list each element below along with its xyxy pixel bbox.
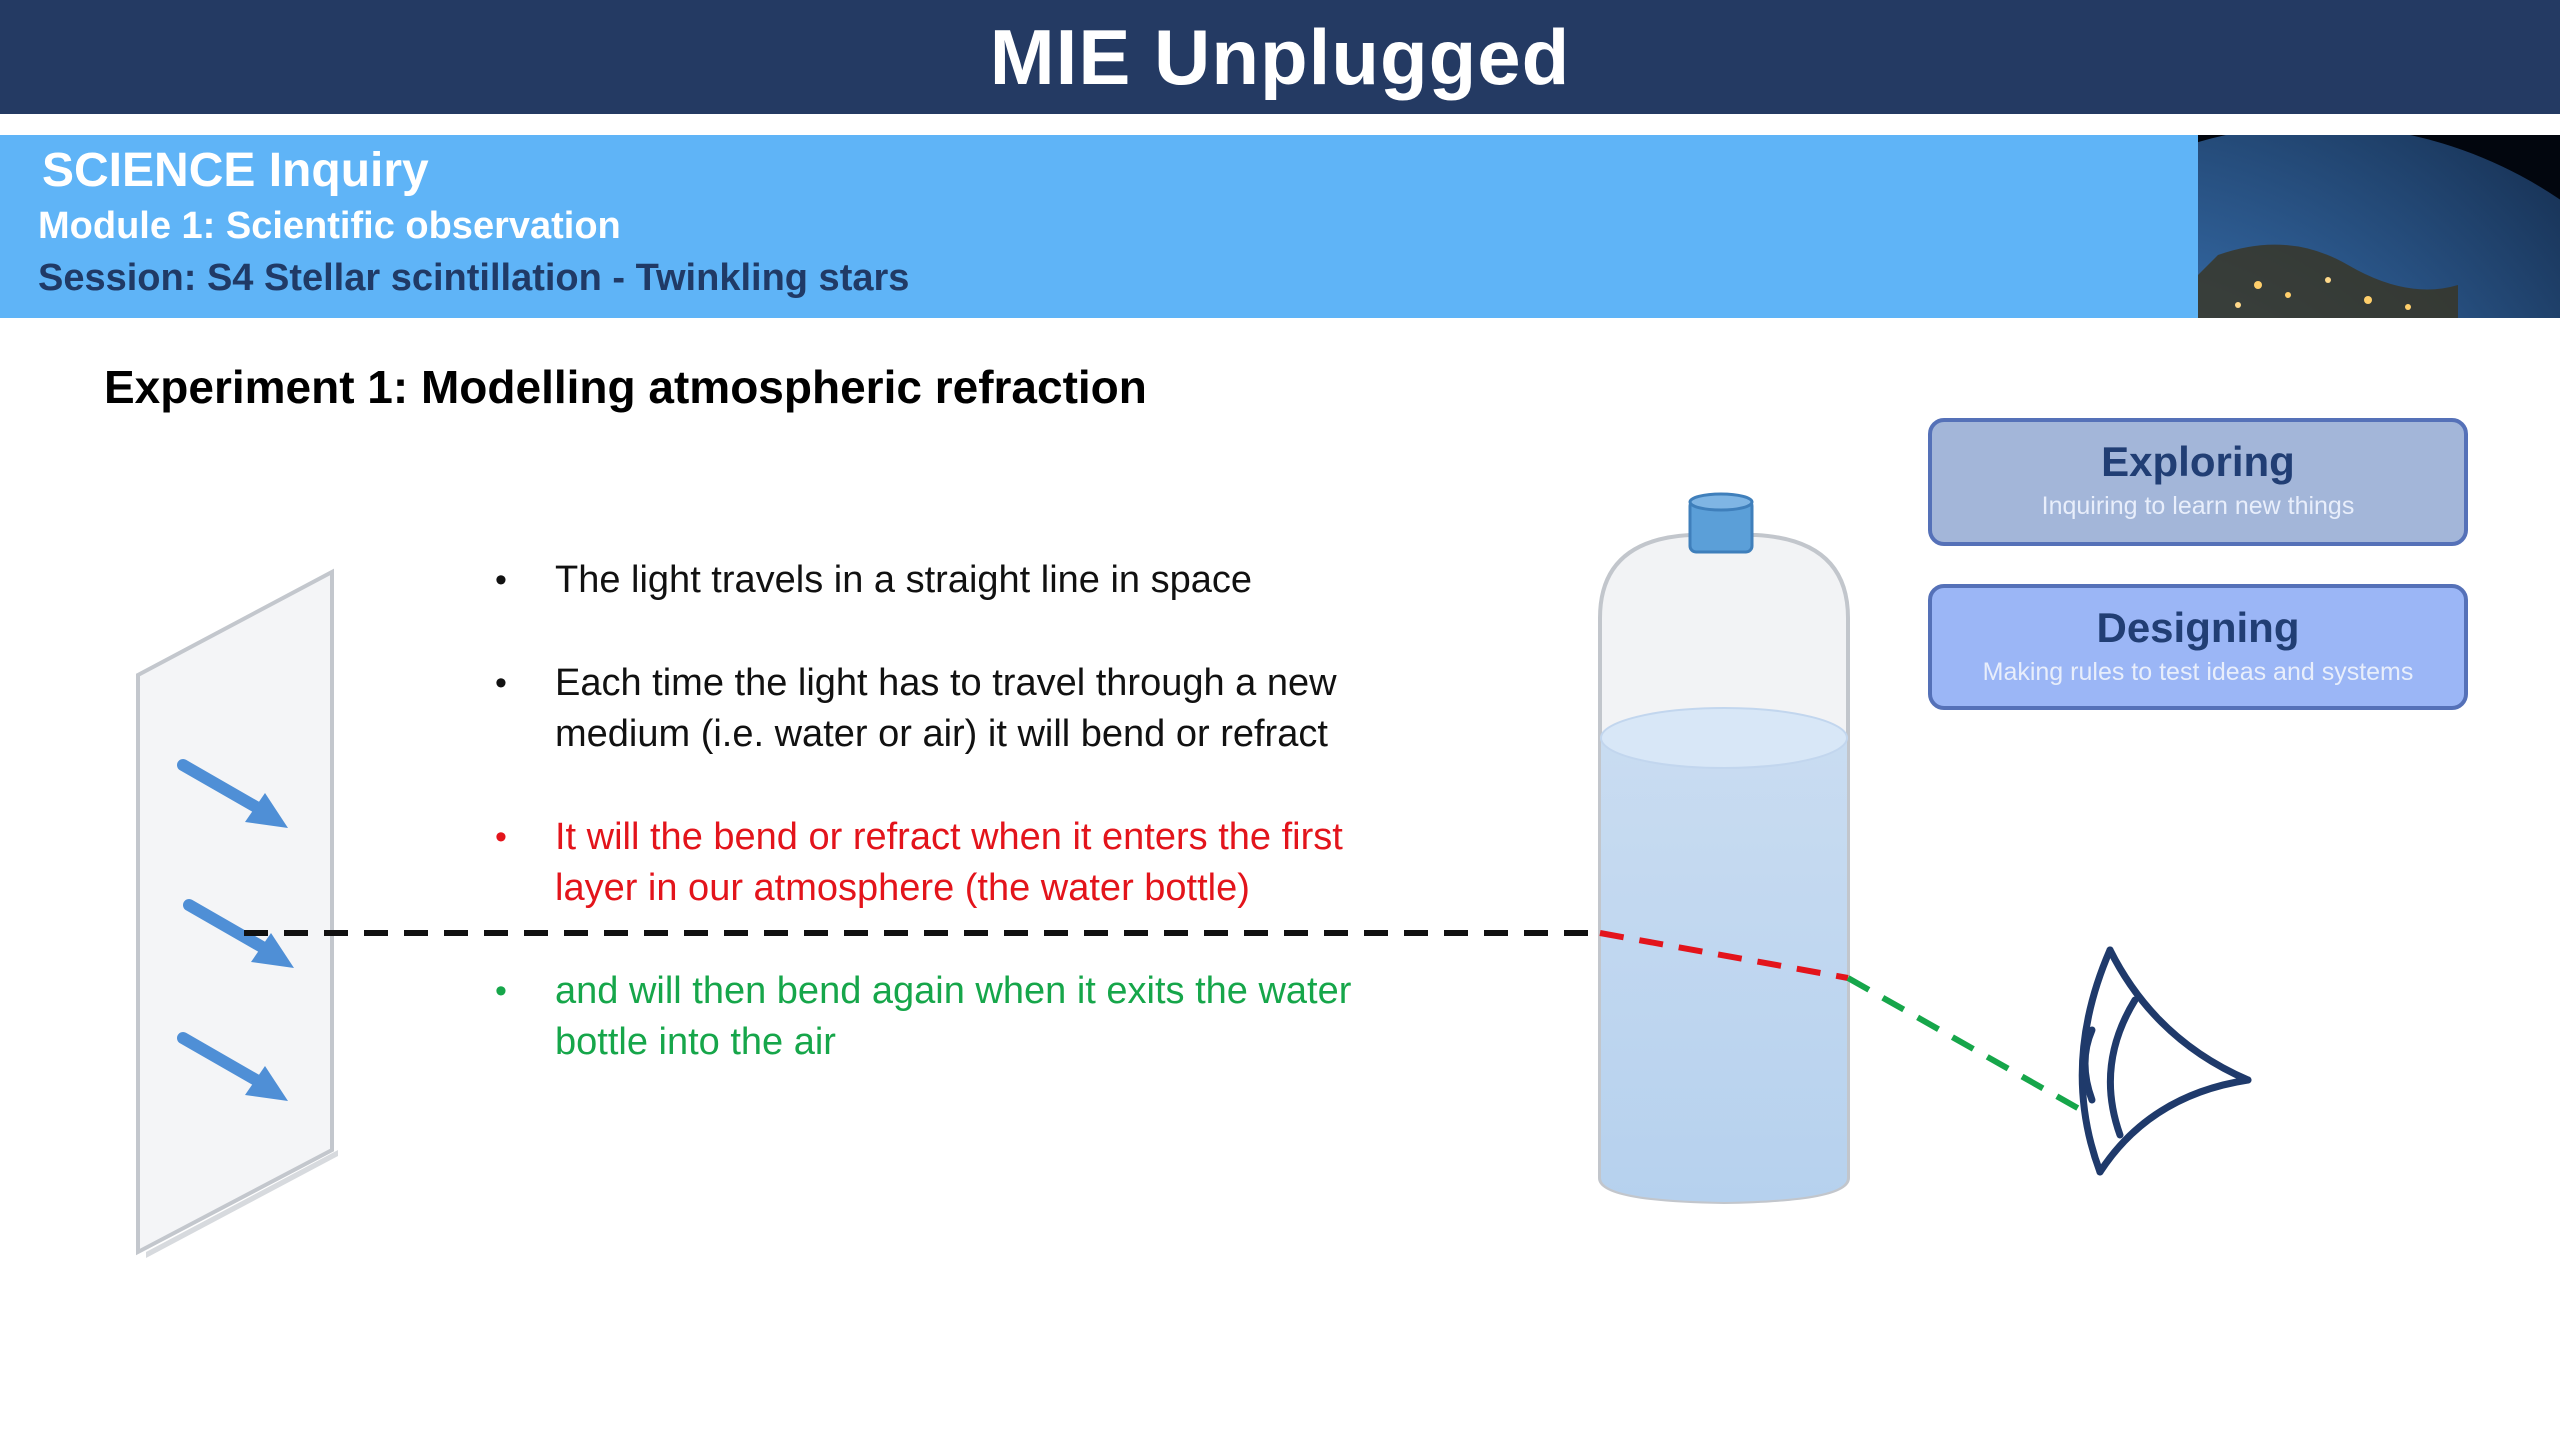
bullet-dot: • (495, 561, 507, 599)
bullet-item: • It will the bend or refract when it en… (490, 812, 1490, 914)
ray-in-water (1599, 930, 1849, 981)
module-label: Module 1: Scientific observation (38, 205, 621, 247)
bullet-text: and will then bend again when it exits t… (555, 970, 1352, 1012)
bullet-text: bottle into the air (555, 1021, 836, 1063)
earth-image (2198, 135, 2560, 318)
skill-desc: Making rules to test ideas and systems (1982, 658, 2414, 686)
bullet-text: The light travels in a straight line in … (555, 559, 1253, 601)
skill-desc: Inquiring to learn new things (2041, 492, 2355, 520)
skill-name: Designing (2096, 604, 2300, 651)
skill-exploring: Exploring Inquiring to learn new things (1928, 418, 2468, 546)
bullet-item: • Each time the light has to travel thro… (490, 658, 1490, 760)
skill-designing: Designing Making rules to test ideas and… (1928, 584, 2468, 710)
ray-in-air (1846, 975, 2092, 1118)
experiment-title: Experiment 1: Modelling atmospheric refr… (104, 361, 1147, 413)
earth-illustration (2198, 135, 2560, 318)
skill-name: Exploring (2101, 438, 2295, 485)
page-title: MIE Unplugged (989, 12, 1571, 101)
bullet-item: • The light travels in a straight line i… (490, 555, 1490, 606)
session-label: Session: S4 Stellar scintillation - Twin… (38, 257, 910, 299)
module-band: SCIENCE Inquiry Module 1: Scientific obs… (0, 135, 2198, 318)
title-bar: MIE Unplugged (0, 0, 2560, 114)
bullet-text: medium (i.e. water or air) it will bend … (555, 713, 1328, 755)
light-source-panel (136, 568, 338, 1258)
bullet-item: • and will then bend again when it exits… (490, 966, 1490, 1068)
water-bottle (1598, 492, 1850, 1205)
bullet-dot: • (495, 664, 507, 702)
bullet-dot: • (495, 818, 507, 856)
bullet-text: Each time the light has to travel throug… (555, 662, 1337, 704)
light-arrow-icon (177, 759, 288, 828)
bullet-list: • The light travels in a straight line i… (490, 555, 1490, 1120)
bullet-text: It will the bend or refract when it ente… (555, 816, 1343, 858)
bullet-text: layer in our atmosphere (the water bottl… (555, 867, 1250, 909)
light-arrow-icon (183, 899, 294, 968)
bullet-dot: • (495, 972, 507, 1010)
subject-label: SCIENCE Inquiry (42, 144, 429, 197)
eye-icon (2078, 946, 2252, 1176)
light-arrow-icon (177, 1032, 288, 1101)
